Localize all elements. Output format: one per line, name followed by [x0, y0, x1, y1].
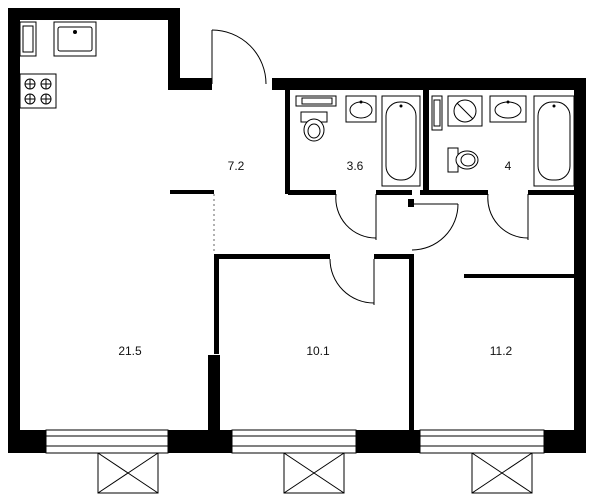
bath1-toilet-icon	[300, 111, 328, 142]
wall-hall-bottom	[170, 190, 214, 194]
wall-bath1-bath2	[423, 88, 429, 195]
bath2-shelf-icon	[431, 95, 443, 131]
wall-bath2-bottom-a	[420, 190, 488, 195]
doors	[211, 29, 529, 305]
entrance-door	[211, 29, 267, 85]
area-label-bedroom-1: 10.1	[306, 344, 330, 358]
bedroom-2-door	[408, 199, 459, 251]
area-label-kitchen-living: 21.5	[118, 344, 142, 358]
wall-hall-bath1	[285, 88, 290, 194]
stove-icon	[19, 73, 57, 109]
bath2-bathtub-icon	[533, 95, 575, 187]
wall-bedroom1-left-thick	[208, 355, 220, 435]
bath1-bathtub-icon	[381, 95, 421, 187]
wall-bath1-bottom-a	[288, 190, 336, 195]
area-label-bathroom-1: 3.6	[347, 159, 364, 173]
wardrobe-partition	[464, 274, 576, 278]
washing-machine-icon	[447, 95, 483, 127]
kitchen-sink-icon	[53, 21, 97, 57]
wall-bottom-3	[356, 430, 420, 453]
area-label-bedroom-2: 11.2	[490, 344, 513, 358]
wall-left	[8, 8, 20, 453]
bathroom-1-door	[335, 193, 377, 240]
wall-top-right	[272, 78, 586, 90]
wall-bath2-bottom-b	[528, 190, 576, 195]
bath2-toilet-icon	[447, 147, 479, 173]
exterior-walls	[8, 8, 586, 453]
area-label-bathroom-2: 4	[505, 159, 512, 173]
bath1-shelf-icon	[295, 95, 337, 107]
wall-kitchen-right-upper	[168, 8, 180, 78]
window-bedroom-1	[231, 429, 357, 494]
fixtures	[19, 21, 575, 187]
window-kitchen	[45, 429, 169, 494]
wall-top-left	[8, 8, 180, 20]
wall-hall-top-left	[168, 78, 212, 90]
wall-bath1-bottom-b	[376, 190, 412, 195]
wall-bottom-4	[544, 430, 586, 453]
bath2-sink-icon	[489, 95, 527, 123]
bath1-sink-icon	[345, 95, 377, 123]
window-bedroom-2	[419, 429, 545, 494]
bathroom-2-door	[487, 193, 529, 240]
room-labels: 21.5 7.2 3.6 4 10.1 11.2	[118, 159, 512, 358]
interior-walls	[170, 88, 576, 435]
wall-bedroom1-bedroom2	[409, 254, 414, 432]
wall-bedroom1-top-a	[214, 254, 330, 259]
wall-right	[574, 78, 586, 453]
windows	[45, 429, 545, 494]
wall-bottom-1	[8, 430, 46, 453]
wall-bedroom1-top-b	[374, 254, 414, 259]
wall-bottom-2	[168, 430, 232, 453]
area-label-hall: 7.2	[228, 159, 245, 173]
wall-bedroom1-left	[214, 254, 219, 354]
fridge-icon	[19, 21, 37, 57]
bedroom-1-door	[329, 258, 375, 305]
